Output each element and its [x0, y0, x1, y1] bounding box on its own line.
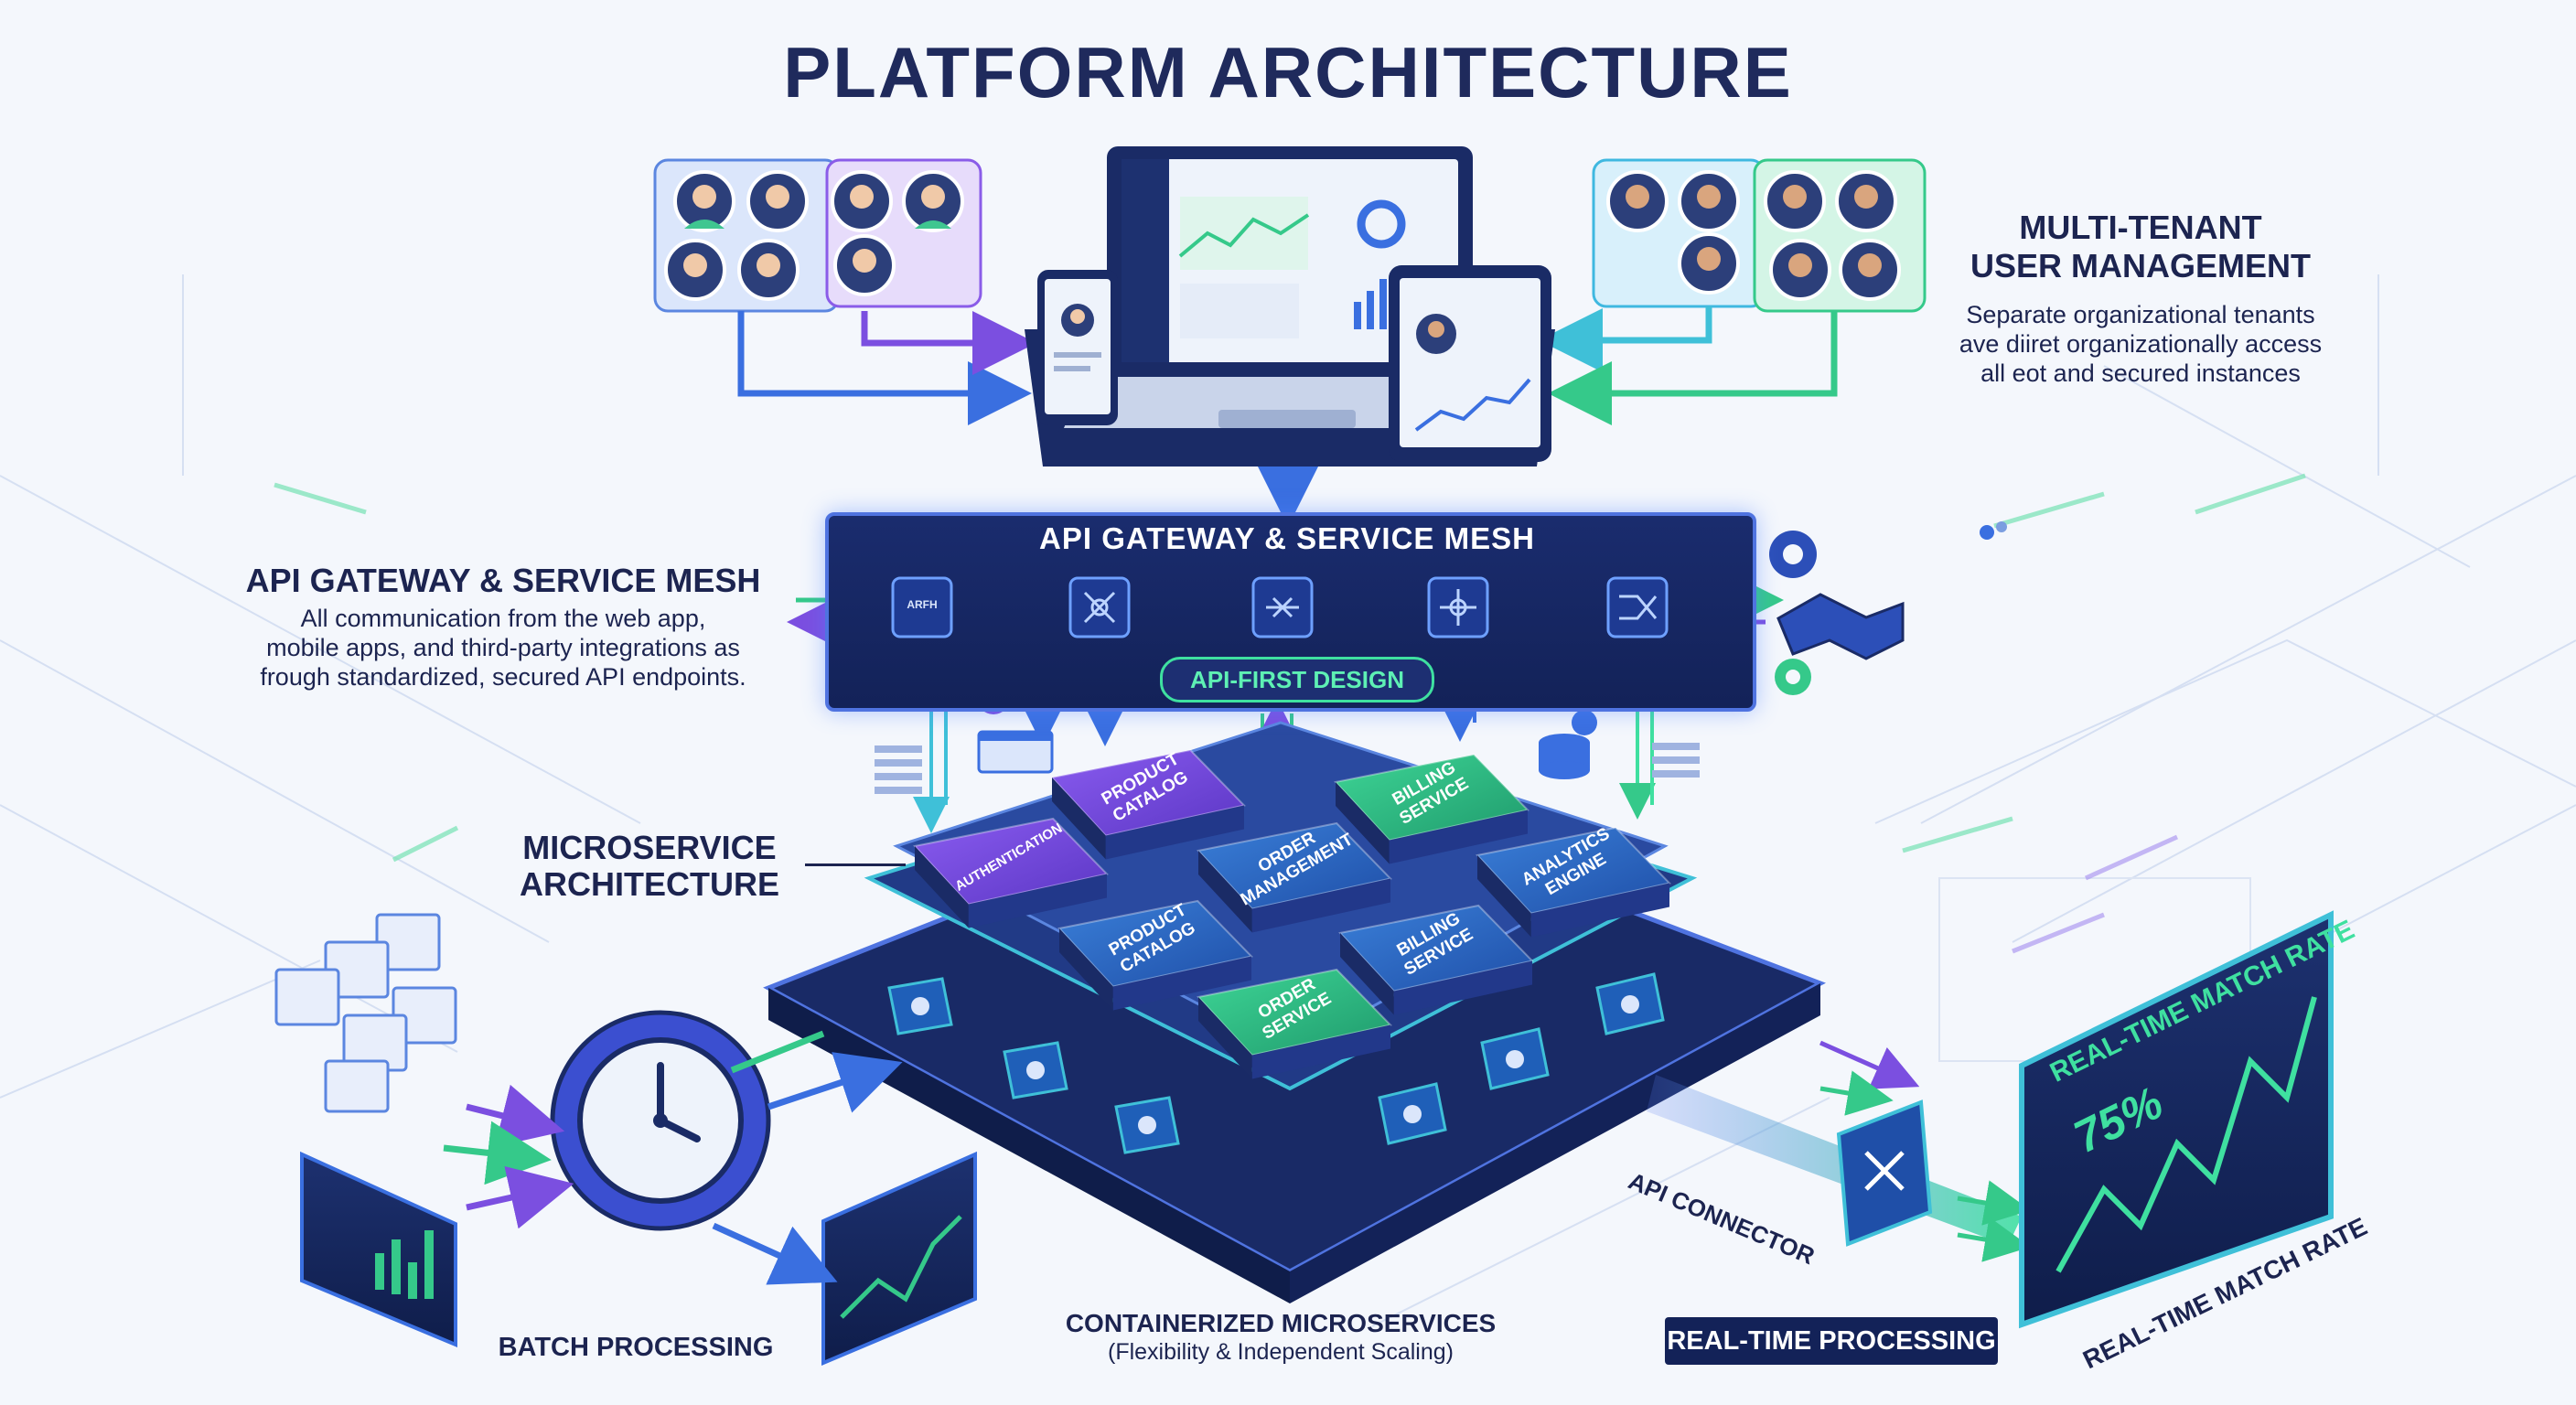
container-cubes — [887, 972, 1665, 1154]
gateway-desc-line3: frough standardized, secured API endpoin… — [260, 663, 746, 691]
gateway-desc-line1: All communication from the web app, — [300, 605, 706, 632]
batch-arrows — [443, 1030, 903, 1285]
tablet-device — [1389, 265, 1551, 462]
containerized-heading: CONTAINERIZED MICROSERVICES — [1065, 1309, 1497, 1337]
containerized-subtitle: (Flexibility & Independent Scaling) — [1108, 1339, 1454, 1365]
gateway-node-label: ARFH — [907, 598, 938, 611]
tenant-desc-line2: ave diiret organizationally access — [1959, 330, 2323, 358]
gateway-side-heading: API GATEWAY & SERVICE MESH — [245, 562, 761, 599]
tenant-group-right — [1592, 158, 1927, 313]
batch-monitor-left — [300, 1151, 457, 1347]
api-first-design-badge: API-FIRST DESIGN — [1160, 657, 1434, 702]
batch-monitor-right — [821, 1151, 977, 1367]
document-stack-icon — [274, 913, 457, 1113]
tenant-group-left — [653, 158, 982, 313]
realtime-processing-badge: REAL-TIME PROCESSING — [1665, 1317, 1998, 1365]
microservice-heading-line1: MICROSERVICE — [522, 829, 777, 866]
phone-device — [1037, 270, 1118, 425]
gateway-desc-line2: mobile apps, and third-party integration… — [266, 634, 740, 661]
microservice-pointer-line — [805, 863, 906, 866]
service-cards: AUTHENTICATIONPRODUCTCATALOGORDERMANAGEM… — [913, 748, 1671, 1079]
tenant-heading-line2: USER MANAGEMENT — [1970, 247, 2311, 284]
browser-window-icon — [977, 730, 1054, 774]
database-icon — [1539, 734, 1590, 779]
tenant-heading-line1: MULTI-TENANT — [2019, 209, 2262, 246]
batch-processing-label: BATCH PROCESSING — [498, 1333, 774, 1362]
server-rack-icon — [875, 743, 1700, 794]
tenant-desc-line1: Separate organizational tenants — [1966, 301, 2315, 328]
microservice-heading-line2: ARCHITECTURE — [520, 865, 779, 903]
handshake-icon — [1776, 593, 1905, 660]
realtime-monitor — [2019, 910, 2334, 1329]
gateway-box-title: API GATEWAY & SERVICE MESH — [1039, 521, 1535, 555]
clock-gear-icon — [550, 1010, 771, 1231]
page-title: PLATFORM ARCHITECTURE — [783, 32, 1793, 113]
tenant-arrows — [737, 306, 1838, 527]
background-streaks — [274, 473, 2306, 863]
tenant-desc-line3: all eot and secured instances — [1980, 359, 2301, 387]
api-connector-icon — [1836, 1099, 1933, 1247]
